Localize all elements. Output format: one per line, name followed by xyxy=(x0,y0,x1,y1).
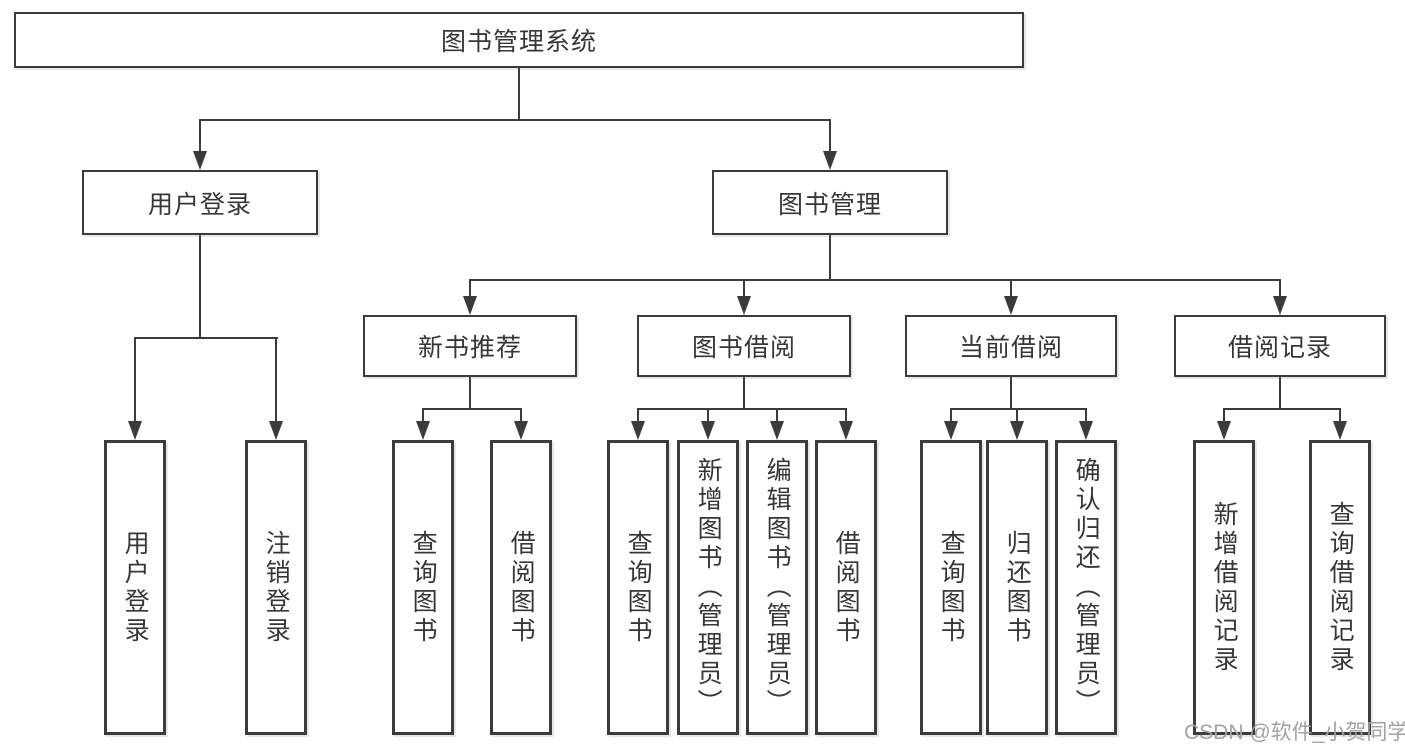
line-segment xyxy=(518,66,520,120)
arrowhead-icon xyxy=(631,421,645,440)
arrowhead-icon xyxy=(737,296,751,315)
node-label: 新书推荐 xyxy=(417,334,522,362)
line-segment xyxy=(275,337,277,424)
node-user-login: 用户登录 xyxy=(82,170,318,235)
node-label: 当前借阅 xyxy=(958,334,1063,362)
leaf-logout: 注销登录 xyxy=(245,440,307,735)
line-segment xyxy=(422,408,522,410)
leaf-label: 注销登录 xyxy=(262,529,291,646)
node-current-borrowing: 当前借阅 xyxy=(905,315,1117,377)
line-segment xyxy=(743,279,745,299)
leaf-label: 借阅图书 xyxy=(507,529,536,646)
line-segment xyxy=(134,337,278,339)
line-segment xyxy=(199,119,831,121)
node-label: 图书借阅 xyxy=(691,334,796,362)
line-segment xyxy=(422,408,424,425)
arrowhead-icon xyxy=(701,421,715,440)
arrowhead-icon xyxy=(463,296,477,315)
line-segment xyxy=(1016,408,1018,425)
arrowhead-icon xyxy=(128,421,142,440)
leaf-label: 查询图书 xyxy=(624,529,653,646)
leaf-query-borrow-record: 查询借阅记录 xyxy=(1309,440,1371,735)
leaf-return-books: 归还图书 xyxy=(986,440,1048,735)
arrowhead-icon xyxy=(839,421,853,440)
leaf-label: 查询借阅记录 xyxy=(1326,500,1355,675)
line-segment xyxy=(469,279,471,299)
line-segment xyxy=(1339,408,1341,425)
line-segment xyxy=(199,234,201,338)
line-segment xyxy=(829,234,831,280)
line-segment xyxy=(134,337,136,424)
leaf-add-books-admin: 新增图书（管理员） xyxy=(677,440,739,735)
arrowhead-icon xyxy=(514,421,528,440)
arrowhead-icon xyxy=(269,421,283,440)
node-book-management: 图书管理 xyxy=(712,170,948,235)
arrowhead-icon xyxy=(1010,421,1024,440)
node-new-book-recommendation: 新书推荐 xyxy=(363,315,577,377)
leaf-borrow-books-recommend: 借阅图书 xyxy=(490,440,552,735)
leaf-label: 查询图书 xyxy=(937,529,966,646)
line-segment xyxy=(1279,376,1281,409)
line-segment xyxy=(1010,376,1012,409)
node-label: 图书管理 xyxy=(777,190,882,219)
line-segment xyxy=(469,376,471,409)
line-segment xyxy=(469,279,1281,281)
node-borrowing-records: 借阅记录 xyxy=(1174,315,1386,377)
leaf-borrow-books: 借阅图书 xyxy=(815,440,877,735)
line-segment xyxy=(829,119,831,155)
arrowhead-icon xyxy=(944,421,958,440)
line-segment xyxy=(1010,279,1012,299)
line-segment xyxy=(950,408,952,425)
line-segment xyxy=(950,408,1087,410)
node-book-borrowing: 图书借阅 xyxy=(637,315,851,377)
line-segment xyxy=(1085,408,1087,425)
leaf-label: 借阅图书 xyxy=(832,529,861,646)
leaf-edit-books-admin: 编辑图书（管理员） xyxy=(746,440,808,735)
leaf-label: 确认归还（管理员） xyxy=(1072,457,1101,718)
leaf-label: 归还图书 xyxy=(1003,529,1032,646)
leaf-query-books-borrowing: 查询图书 xyxy=(607,440,669,735)
line-segment xyxy=(637,408,639,425)
leaf-label: 新增图书（管理员） xyxy=(694,457,723,718)
line-segment xyxy=(845,408,847,425)
node-label: 用户登录 xyxy=(147,190,252,219)
leaf-confirm-return-admin: 确认归还（管理员） xyxy=(1055,440,1117,735)
node-label: 借阅记录 xyxy=(1227,334,1332,362)
line-segment xyxy=(1279,279,1281,299)
leaf-query-books-recommend: 查询图书 xyxy=(392,440,454,735)
line-segment xyxy=(1223,408,1341,410)
arrowhead-icon xyxy=(770,421,784,440)
line-segment xyxy=(637,408,847,410)
line-segment xyxy=(199,119,201,155)
leaf-query-books-current: 查询图书 xyxy=(920,440,982,735)
arrowhead-icon xyxy=(416,421,430,440)
line-segment xyxy=(520,408,522,425)
arrowhead-icon xyxy=(1079,421,1093,440)
arrowhead-icon xyxy=(1004,296,1018,315)
node-library-management-system: 图书管理系统 xyxy=(14,12,1024,68)
leaf-label: 新增借阅记录 xyxy=(1210,500,1239,675)
arrowhead-icon xyxy=(1217,421,1231,440)
watermark: CSDN @软件_小贺同学 xyxy=(1184,721,1405,744)
node-label: 图书管理系统 xyxy=(440,28,597,56)
arrowhead-icon xyxy=(193,151,207,170)
line-segment xyxy=(743,376,745,409)
arrowhead-icon xyxy=(1333,421,1347,440)
line-segment xyxy=(1223,408,1225,425)
leaf-label: 用户登录 xyxy=(121,529,150,646)
leaf-user-login: 用户登录 xyxy=(104,440,166,735)
arrowhead-icon xyxy=(1273,296,1287,315)
line-segment xyxy=(707,408,709,425)
leaf-label: 查询图书 xyxy=(409,529,438,646)
leaf-label: 编辑图书（管理员） xyxy=(763,457,792,718)
line-segment xyxy=(776,408,778,425)
leaf-add-borrow-record: 新增借阅记录 xyxy=(1193,440,1255,735)
arrowhead-icon xyxy=(823,151,837,170)
